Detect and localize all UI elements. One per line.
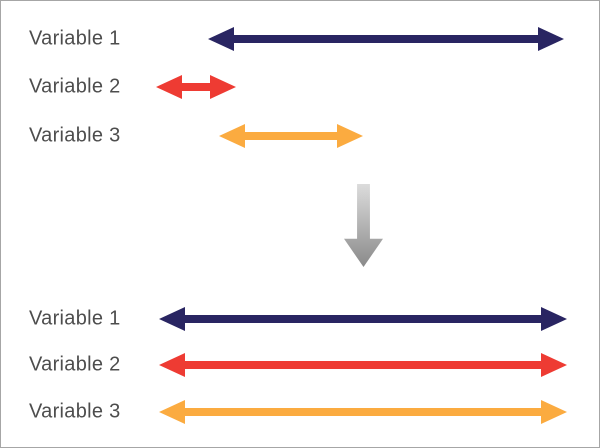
before-variable-2-label: Variable 2 [29,75,121,98]
arrow-shaft [176,83,216,91]
arrow-right-head-icon [337,124,363,148]
before-variable-3-range-arrow-icon [219,124,363,148]
before-variable-1-label: Variable 1 [29,27,121,50]
after-variable-1-range-arrow-icon [159,307,567,331]
arrow-right-head-icon [541,307,567,331]
arrow-right-head-icon [541,353,567,377]
after-variable-2-range-arrow-icon [159,353,567,377]
arrow-shaft [239,132,343,140]
after-variable-3-range-arrow-icon [159,400,567,424]
arrow-down-icon [344,184,383,267]
after-variable-3-label: Variable 3 [29,400,121,423]
arrow-right-head-icon [210,75,236,99]
arrow-shaft [179,408,547,416]
after-variable-2-label: Variable 2 [29,353,121,376]
before-variable-3-label: Variable 3 [29,124,121,147]
before-variable-2-range-arrow-icon [156,75,236,99]
arrow-shaft [228,35,544,43]
before-variable-1-range-arrow-icon [208,27,564,51]
after-variable-1-label: Variable 1 [29,307,121,330]
arrow-right-head-icon [538,27,564,51]
arrow-shaft [179,361,547,369]
arrow-right-head-icon [541,400,567,424]
arrow-shaft [179,315,547,323]
